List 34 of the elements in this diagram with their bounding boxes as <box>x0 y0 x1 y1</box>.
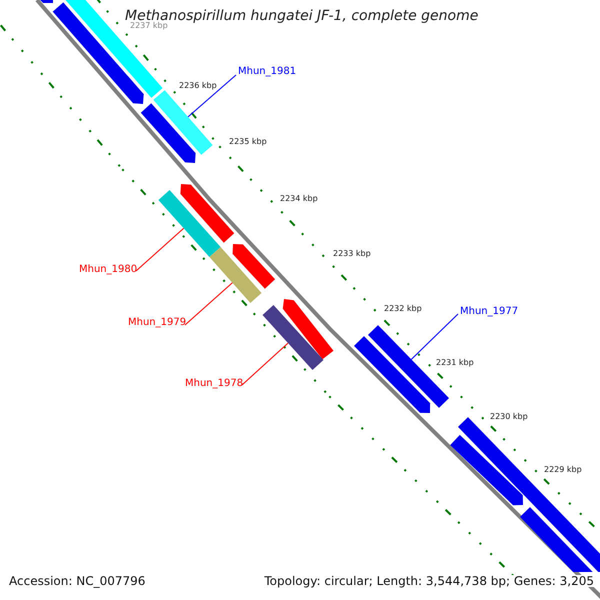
gene-feature <box>450 434 523 506</box>
gene-label: Mhun_1979 <box>128 318 186 328</box>
tick-label: 2229 kbp <box>544 466 582 474</box>
tick-label: 2232 kbp <box>384 305 422 313</box>
gene-feature <box>282 299 334 360</box>
gene-feature <box>232 244 276 289</box>
leader-line <box>410 314 458 360</box>
tick-label: 2234 kbp <box>280 195 318 203</box>
gene-label: Mhun_1981 <box>238 67 296 77</box>
gene-feature <box>140 103 196 163</box>
gene-feature <box>40 0 53 3</box>
gene-label: Mhun_1977 <box>460 307 518 317</box>
gene-label: Mhun_1980 <box>79 265 138 275</box>
tick-label: 2231 kbp <box>436 359 474 367</box>
genome-stats-text: Topology: circular; Length: 3,544,738 bp; Genes: 3,205 <box>264 575 594 587</box>
tick-label: 2235 kbp <box>229 138 267 146</box>
tick-label: 2233 kbp <box>333 250 371 258</box>
gene-feature <box>180 184 234 243</box>
leader-line <box>184 282 233 326</box>
gene-block <box>520 507 593 572</box>
leader-line <box>136 228 184 272</box>
tick-label: 2237 kbp <box>130 22 168 30</box>
accession-text: Accession: NC_007796 <box>9 575 146 587</box>
gene-feature <box>354 336 430 413</box>
tick-label: 2230 kbp <box>490 413 528 421</box>
tick-label: 2236 kbp <box>179 82 217 90</box>
leader-line <box>188 74 236 118</box>
genome-title: Methanospirillum hungatei JF-1, complete genome <box>125 9 478 23</box>
gene-label: Mhun_1978 <box>185 379 244 389</box>
gene-block <box>209 247 262 303</box>
gene-block <box>158 190 221 257</box>
gene-block <box>153 90 213 155</box>
leader-line <box>242 342 289 386</box>
gene-block <box>262 305 324 370</box>
